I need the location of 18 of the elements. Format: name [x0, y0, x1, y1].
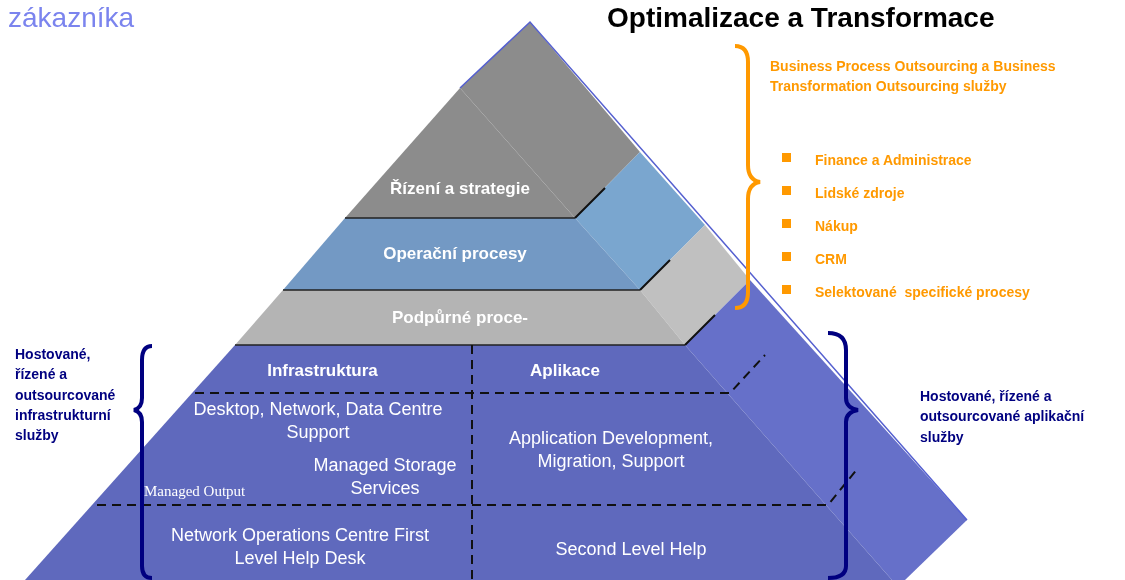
- service-text: Managed Output: [144, 482, 247, 501]
- group-heading: Hostované, řízené a outsourcované aplikační služby: [920, 387, 1086, 447]
- list-item: Selektované specifické procesy: [815, 284, 1030, 300]
- service-text: Network Operations Centre First Level Help Desk: [160, 518, 440, 576]
- list-item: CRM: [815, 251, 847, 267]
- column-heading: Aplikace: [480, 352, 650, 390]
- list-item: Nákup: [815, 218, 858, 234]
- service-text: Application Development, Migration, Support: [476, 418, 746, 482]
- title: Optimalizace a Transformace: [607, 2, 995, 34]
- heading-text: zákazníka: [8, 2, 135, 34]
- group-heading: Business Process Outsourcing a Business Transformation Outsourcing služby: [770, 57, 1057, 97]
- service-text: Managed Storage Services: [312, 454, 458, 501]
- list-item: Lidské zdroje: [815, 185, 905, 201]
- group-heading: Hostované, řízené a outsourcované infrastrukturní služby: [15, 345, 115, 446]
- column-heading: Infrastruktura: [230, 352, 415, 390]
- service-text: Desktop, Network, Data Centre Support: [192, 398, 444, 445]
- service-text: Second Level Help: [476, 530, 786, 570]
- list-item: Finance a Administrace: [815, 152, 972, 168]
